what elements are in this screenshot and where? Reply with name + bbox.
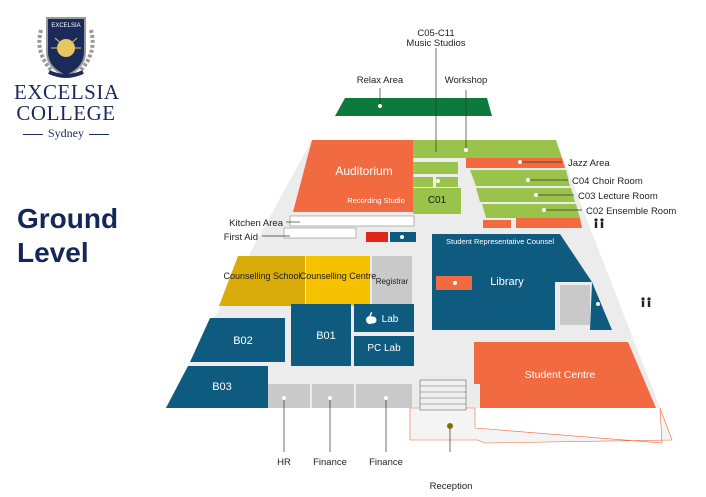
restroom-icon-right	[641, 297, 651, 307]
b01-room[interactable]	[291, 304, 351, 366]
student-centre-label: Student Centre	[525, 369, 596, 381]
restroom-icon-top	[594, 218, 604, 228]
registrar-label: Registrar	[376, 277, 409, 286]
service-rooms	[560, 285, 590, 325]
kitchen-area-label: Kitchen Area	[229, 218, 284, 229]
c01-label: C01	[428, 195, 447, 206]
logo-line-1: EXCELSIA	[14, 80, 120, 104]
c02-ensemble-room[interactable]	[482, 204, 580, 218]
b03-label: B03	[212, 381, 232, 393]
logo-line-3: Sydney	[14, 126, 118, 141]
b02-room[interactable]	[190, 318, 285, 362]
kitchen-area-zone[interactable]	[289, 215, 415, 227]
music-studios-label: Music Studios	[406, 38, 465, 49]
mac-lab-label: Lab	[382, 314, 399, 325]
heading-line-2: Level	[17, 237, 89, 268]
counselling-centre-label: Counselling Centre	[300, 271, 377, 281]
library-room[interactable]	[432, 234, 592, 330]
b01-label: B01	[316, 330, 336, 342]
auditorium-room[interactable]	[293, 140, 413, 212]
logo-line-2: COLLEGE	[16, 101, 116, 125]
crest-icon: EXCELSIA	[37, 17, 95, 78]
hr-office[interactable]	[268, 384, 310, 408]
student-rep-label: Student Representative Counsel	[446, 237, 554, 246]
practice-room-2[interactable]	[413, 177, 433, 187]
practice-room-1[interactable]	[413, 162, 458, 174]
reception-dot	[447, 423, 453, 429]
music-studios-zone[interactable]	[413, 140, 562, 158]
first-aid-zone[interactable]	[283, 227, 357, 239]
corridor-orange	[516, 218, 582, 228]
b02-label: B02	[233, 335, 253, 347]
finance-office-1[interactable]	[312, 384, 354, 408]
registrar-room[interactable]	[372, 256, 412, 306]
c03-lecture-room[interactable]	[476, 188, 575, 202]
c04-label: C04 Choir Room	[572, 176, 643, 187]
pc-lab-label: PC Lab	[367, 343, 401, 354]
jazz-area-label: Jazz Area	[568, 158, 610, 169]
practice-room-3[interactable]	[436, 177, 458, 187]
first-aid-room[interactable]	[366, 232, 388, 242]
relax-area-zone[interactable]	[335, 98, 492, 116]
c02-label: C02 Ensemble Room	[586, 206, 676, 217]
student-centre-room[interactable]	[474, 342, 656, 408]
counselling-centre-room[interactable]	[306, 256, 370, 306]
recording-studio-label: Recording Studio	[347, 196, 405, 205]
c01-room[interactable]	[413, 188, 461, 214]
jazz-area-room[interactable]	[466, 158, 565, 168]
finance-office-2[interactable]	[356, 384, 412, 408]
reception-label: Reception	[430, 481, 473, 492]
counselling-school-label: Counselling School	[223, 271, 300, 281]
relax-area-label: Relax Area	[357, 75, 404, 86]
c04-choir-room[interactable]	[470, 170, 570, 186]
finance-label-2: Finance	[369, 457, 403, 468]
pc-lab-room[interactable]	[354, 336, 414, 366]
c03-label: C03 Lecture Room	[578, 191, 658, 202]
workshop-label: Workshop	[445, 75, 488, 86]
apple-logo-icon	[366, 311, 377, 324]
music-studios-code-label: C05-C11	[417, 28, 454, 39]
heading-line-1: Ground	[17, 203, 119, 234]
college-logo: EXCELSIA EXCELSIA COLLEGE Sydney	[14, 12, 120, 141]
staircase	[419, 379, 467, 411]
library-wing	[590, 282, 612, 330]
b03-room[interactable]	[166, 366, 268, 408]
finance-label-1: Finance	[313, 457, 347, 468]
counselling-school-room[interactable]	[219, 256, 305, 306]
first-aid-label: First Aid	[224, 232, 258, 243]
auditorium-label: Auditorium	[335, 164, 392, 178]
reception-annex	[409, 407, 673, 444]
storage-orange	[483, 220, 511, 228]
library-label: Library	[490, 276, 524, 288]
mac-lab-room[interactable]	[354, 304, 414, 332]
floor-heading: Ground Level	[17, 202, 177, 270]
hr-label: HR	[277, 457, 291, 468]
crest-banner-text: EXCELSIA	[51, 23, 80, 29]
